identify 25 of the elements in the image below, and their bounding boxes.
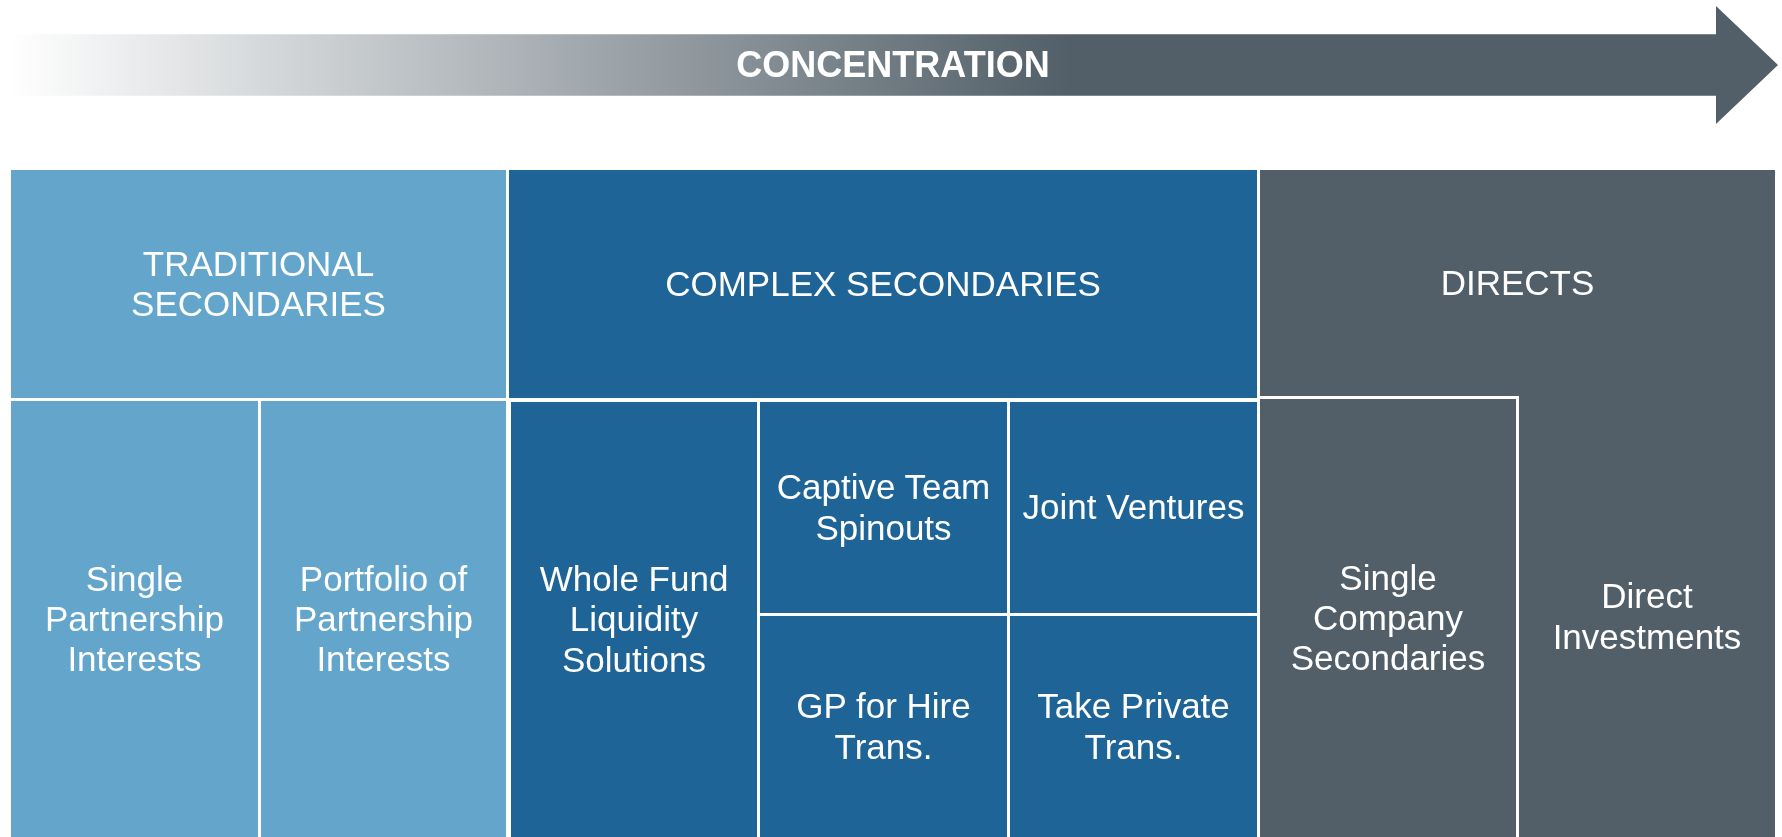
category-tile bbox=[760, 402, 1007, 613]
category-tile bbox=[1010, 616, 1257, 837]
arrow-label: CONCENTRATION bbox=[736, 44, 1050, 86]
tile-label: Portfolio of Partnership Interests bbox=[293, 558, 474, 680]
tile-label: Captive Team Spinouts bbox=[775, 467, 992, 548]
category-header-panel bbox=[11, 170, 506, 398]
tile-label: GP for Hire Trans. bbox=[795, 686, 972, 767]
tile-label: Take Private Trans. bbox=[1036, 686, 1231, 767]
tile-label: Direct Investments bbox=[1551, 576, 1743, 657]
category-heading: DIRECTS bbox=[1440, 262, 1595, 304]
category-tile bbox=[760, 616, 1007, 837]
tile-label: Joint Ventures bbox=[1022, 487, 1245, 528]
category-tile bbox=[1519, 396, 1775, 837]
category-tile bbox=[1260, 399, 1516, 837]
category-header-panel bbox=[509, 170, 1257, 398]
category-tile bbox=[11, 401, 258, 837]
category-header-panel bbox=[1260, 170, 1775, 396]
category-tile bbox=[261, 401, 506, 837]
tile-label: Single Partnership Interests bbox=[44, 558, 225, 680]
tile-label: Single Company Secondaries bbox=[1289, 557, 1487, 679]
category-heading: COMPLEX SECONDARIES bbox=[665, 263, 1101, 305]
category-tile bbox=[1010, 402, 1257, 613]
tile-label: Whole Fund Liquidity Solutions bbox=[538, 559, 730, 680]
category-heading: TRADITIONAL SECONDARIES bbox=[130, 243, 387, 325]
category-tile bbox=[511, 402, 757, 837]
